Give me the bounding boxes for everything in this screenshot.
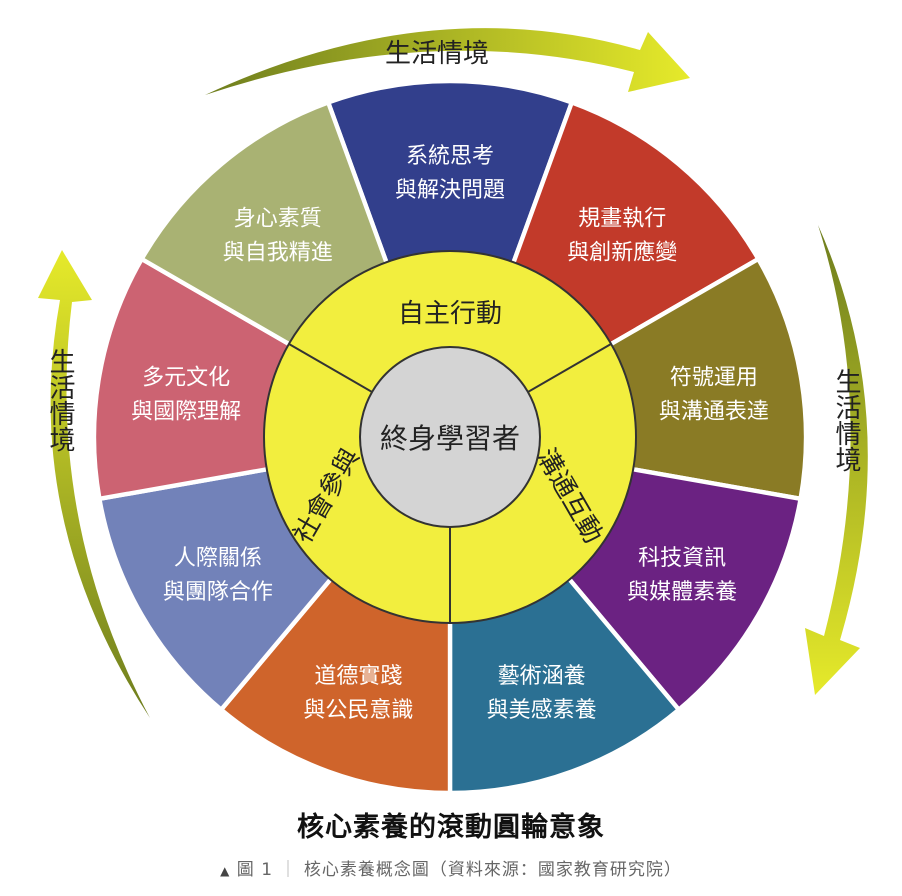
figure-caption: ▲ 圖 1 ｜ 核心素養概念圖（資料來源：國家教育研究院） — [0, 855, 902, 880]
context-label-right: 生活情境 — [831, 368, 861, 472]
segment-label: 科技資訊 — [638, 546, 726, 571]
segment-label: 系統思考 — [406, 144, 494, 169]
segment-label: 多元文化 — [142, 365, 230, 390]
context-arrow-left — [38, 250, 150, 718]
segment-label: 與國際理解 — [131, 399, 241, 424]
caption-text: 核心素養概念圖（資料來源：國家教育研究院） — [303, 860, 682, 880]
context-arrow-right — [805, 225, 868, 695]
center-label: 終身學習者 — [380, 422, 520, 455]
context-arrow-top — [205, 28, 690, 95]
figure-number: 圖 1 — [236, 860, 274, 880]
diagram-title: 核心素養的滾動圓輪意象 — [297, 812, 605, 843]
segment-label: 與自我精進 — [223, 241, 333, 266]
segment-label: 與創新應變 — [567, 240, 677, 266]
segment-label: 道德實踐 — [314, 664, 402, 689]
segment-label: 與媒體素養 — [627, 580, 737, 605]
segment-label: 人際關係 — [174, 546, 262, 571]
segment-label: 與解決問題 — [395, 178, 505, 203]
context-label-left: 生活情境 — [45, 348, 75, 452]
segment-label: 身心素質 — [234, 207, 322, 232]
center-circle — [359, 346, 541, 528]
segment-label: 藝術涵養 — [498, 664, 586, 689]
context-label-top: 生活情境 — [385, 39, 489, 69]
ring-label-autonomous-action: 自主行動 — [398, 299, 502, 329]
segment-label: 符號運用 — [670, 365, 758, 390]
segment-label: 與公民意識 — [303, 698, 413, 723]
caption-separator: ｜ — [279, 860, 298, 880]
segment-label: 與團隊合作 — [163, 580, 273, 605]
segment-label: 與美感素養 — [487, 698, 597, 723]
segment-label: 與溝通表達 — [659, 399, 769, 424]
triangle-icon: ▲ — [220, 864, 231, 878]
segment-label: 規畫執行 — [578, 207, 666, 232]
